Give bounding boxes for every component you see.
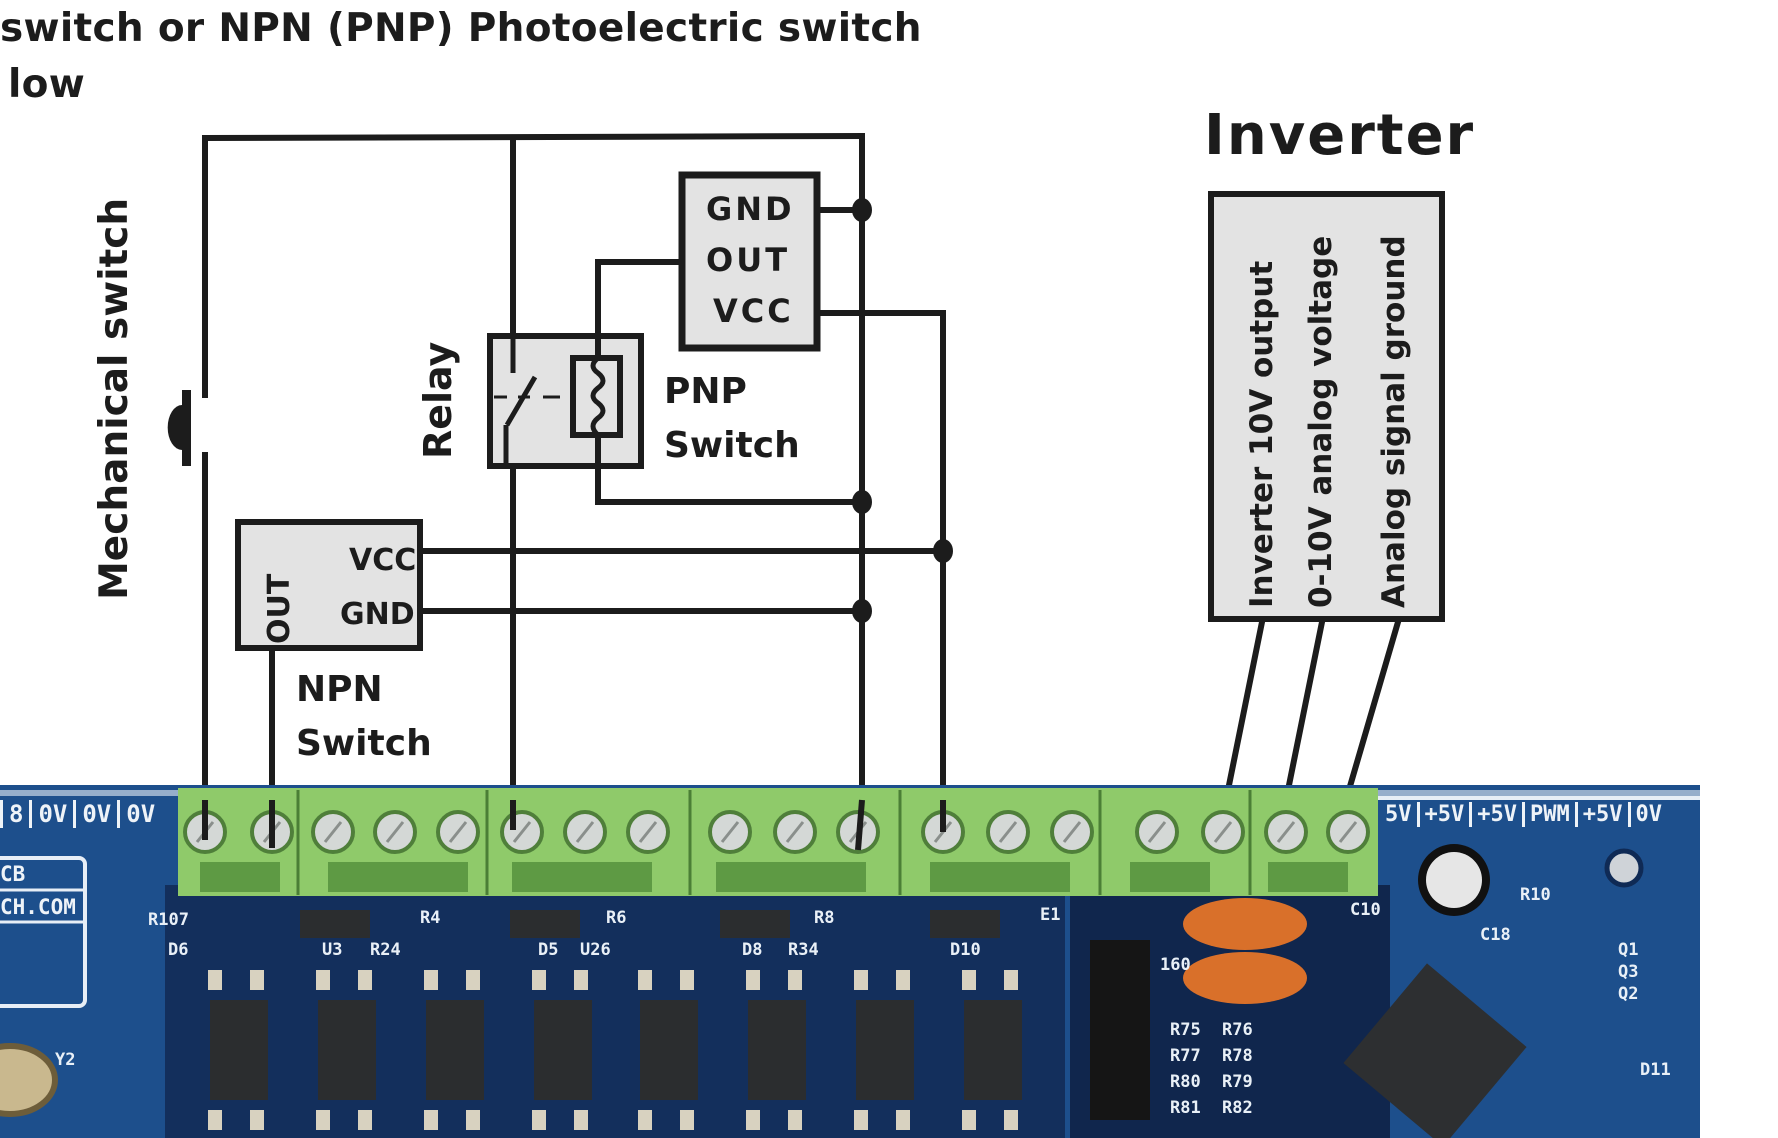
silk-label: 0V xyxy=(73,800,117,828)
component-label: R76 xyxy=(1222,1020,1253,1040)
mechanical-switch-label: Mechanical switch xyxy=(92,197,137,600)
component-label: D8 xyxy=(742,940,763,960)
relay-label: Relay xyxy=(416,341,460,459)
component-label: Q3 xyxy=(1618,962,1639,982)
pnp-switch-label-2: Switch xyxy=(664,425,800,466)
component-label: Q2 xyxy=(1618,984,1639,1004)
top-bus-wire xyxy=(201,132,866,142)
screw-slot xyxy=(785,821,805,843)
screw-slot xyxy=(448,821,468,843)
component-label: D11 xyxy=(1640,1060,1671,1080)
component-label: R24 xyxy=(370,940,401,960)
junction-dot xyxy=(852,198,872,222)
pcb-logo-line-1: CB xyxy=(0,862,26,886)
npn-switch-label-1: NPN xyxy=(296,669,383,710)
pnp-out-wire xyxy=(595,259,685,358)
screw-slot xyxy=(1338,821,1358,843)
junction-dot xyxy=(852,490,872,514)
relay-contact-icon xyxy=(494,336,560,466)
capacitor xyxy=(1183,898,1307,950)
component-label: R107 xyxy=(148,910,189,930)
junction-dot xyxy=(933,539,953,563)
screw-slot xyxy=(575,821,595,843)
junction-dot xyxy=(852,599,872,623)
inverter-10v-wire xyxy=(1222,618,1266,804)
component-label: R82 xyxy=(1222,1098,1253,1118)
silk-label: 0V xyxy=(1635,802,1663,827)
inverter-ground-wire xyxy=(1342,618,1402,804)
silk-label: +5V xyxy=(1472,802,1525,827)
relay-box xyxy=(487,333,644,469)
component-label: R8 xyxy=(814,908,835,928)
inverter-title: Inverter xyxy=(1204,103,1476,168)
inverter-box xyxy=(1208,191,1445,622)
npn-pin-out: OUT xyxy=(262,573,297,644)
component-label: U26 xyxy=(580,940,611,960)
npn-switch-label-2: Switch xyxy=(296,723,432,764)
mechanical-switch-icon xyxy=(167,390,191,466)
pcb-silkscreen-right: 5V +5V +5V PWM +5V 0V xyxy=(1380,802,1667,827)
component-label: R77 xyxy=(1170,1046,1201,1066)
pcb-silkscreen-left: 8 0V 0V 0V xyxy=(0,800,161,828)
screw-slot xyxy=(323,821,343,843)
silk-label: 5V xyxy=(1380,802,1420,827)
screw-slot xyxy=(1276,821,1296,843)
inverter-terminal-10v: Inverter 10V output xyxy=(1244,260,1280,608)
component-label: Y2 xyxy=(55,1050,76,1070)
screw-slot xyxy=(998,821,1018,843)
component-label: U3 xyxy=(322,940,343,960)
screw-slot xyxy=(638,821,658,843)
pnp-pin-gnd: GND xyxy=(706,190,795,228)
silk-label: 0V xyxy=(117,800,161,828)
component-label: R80 xyxy=(1170,1072,1201,1092)
npn-switch-box xyxy=(235,519,423,651)
pnp-pin-vcc: VCC xyxy=(713,292,794,330)
pnp-vcc-wire xyxy=(817,310,946,823)
npn-pin-vcc: VCC xyxy=(349,543,417,578)
component-label: D5 xyxy=(538,940,559,960)
component-label: C18 xyxy=(1480,925,1511,945)
screw-slot xyxy=(1213,821,1233,843)
screw-slot xyxy=(385,821,405,843)
inverter-analog-wire xyxy=(1282,618,1326,804)
component-label: R75 xyxy=(1170,1020,1201,1040)
pnp-switch-label-1: PNP xyxy=(664,371,747,412)
screw-slot xyxy=(512,821,532,843)
screw-slot xyxy=(1062,821,1082,843)
silk-label: +5V xyxy=(1420,802,1473,827)
component-label: R10 xyxy=(1520,885,1551,905)
npn-pin-gnd: GND xyxy=(340,597,415,632)
capacitor xyxy=(1183,952,1307,1004)
component-label: R6 xyxy=(606,908,627,928)
component-label: C10 xyxy=(1350,900,1381,920)
pcb-logo-line-2: CH.COM xyxy=(0,895,76,919)
component-label: R81 xyxy=(1170,1098,1201,1118)
component-label: D6 xyxy=(168,940,189,960)
silk-label: PWM xyxy=(1525,802,1578,827)
header-title-line-2: low xyxy=(8,62,86,107)
component-label: Q1 xyxy=(1618,940,1639,960)
pnp-pin-out: OUT xyxy=(706,241,791,279)
component-label: R78 xyxy=(1222,1046,1253,1066)
relay-coil-icon xyxy=(570,335,623,466)
pnp-switch-box xyxy=(678,171,821,352)
silk-label: 0V xyxy=(29,800,73,828)
inverter-terminal-analog-voltage: 0-10V analog voltage xyxy=(1303,235,1339,608)
component-label: E1 xyxy=(1040,905,1061,925)
screw-slot xyxy=(1147,821,1167,843)
component-label: R79 xyxy=(1222,1072,1253,1092)
inverter-terminal-analog-ground: Analog signal ground xyxy=(1376,235,1412,608)
component-label: D10 xyxy=(950,940,981,960)
header-title-line-1: switch or NPN (PNP) Photoelectric switch xyxy=(0,6,922,51)
component-label: R34 xyxy=(788,940,819,960)
component-label: R4 xyxy=(420,908,441,928)
silk-label: 8 xyxy=(0,800,29,828)
screw-slot xyxy=(720,821,740,843)
silk-label: +5V xyxy=(1578,802,1631,827)
component-label: 160 xyxy=(1160,955,1191,975)
